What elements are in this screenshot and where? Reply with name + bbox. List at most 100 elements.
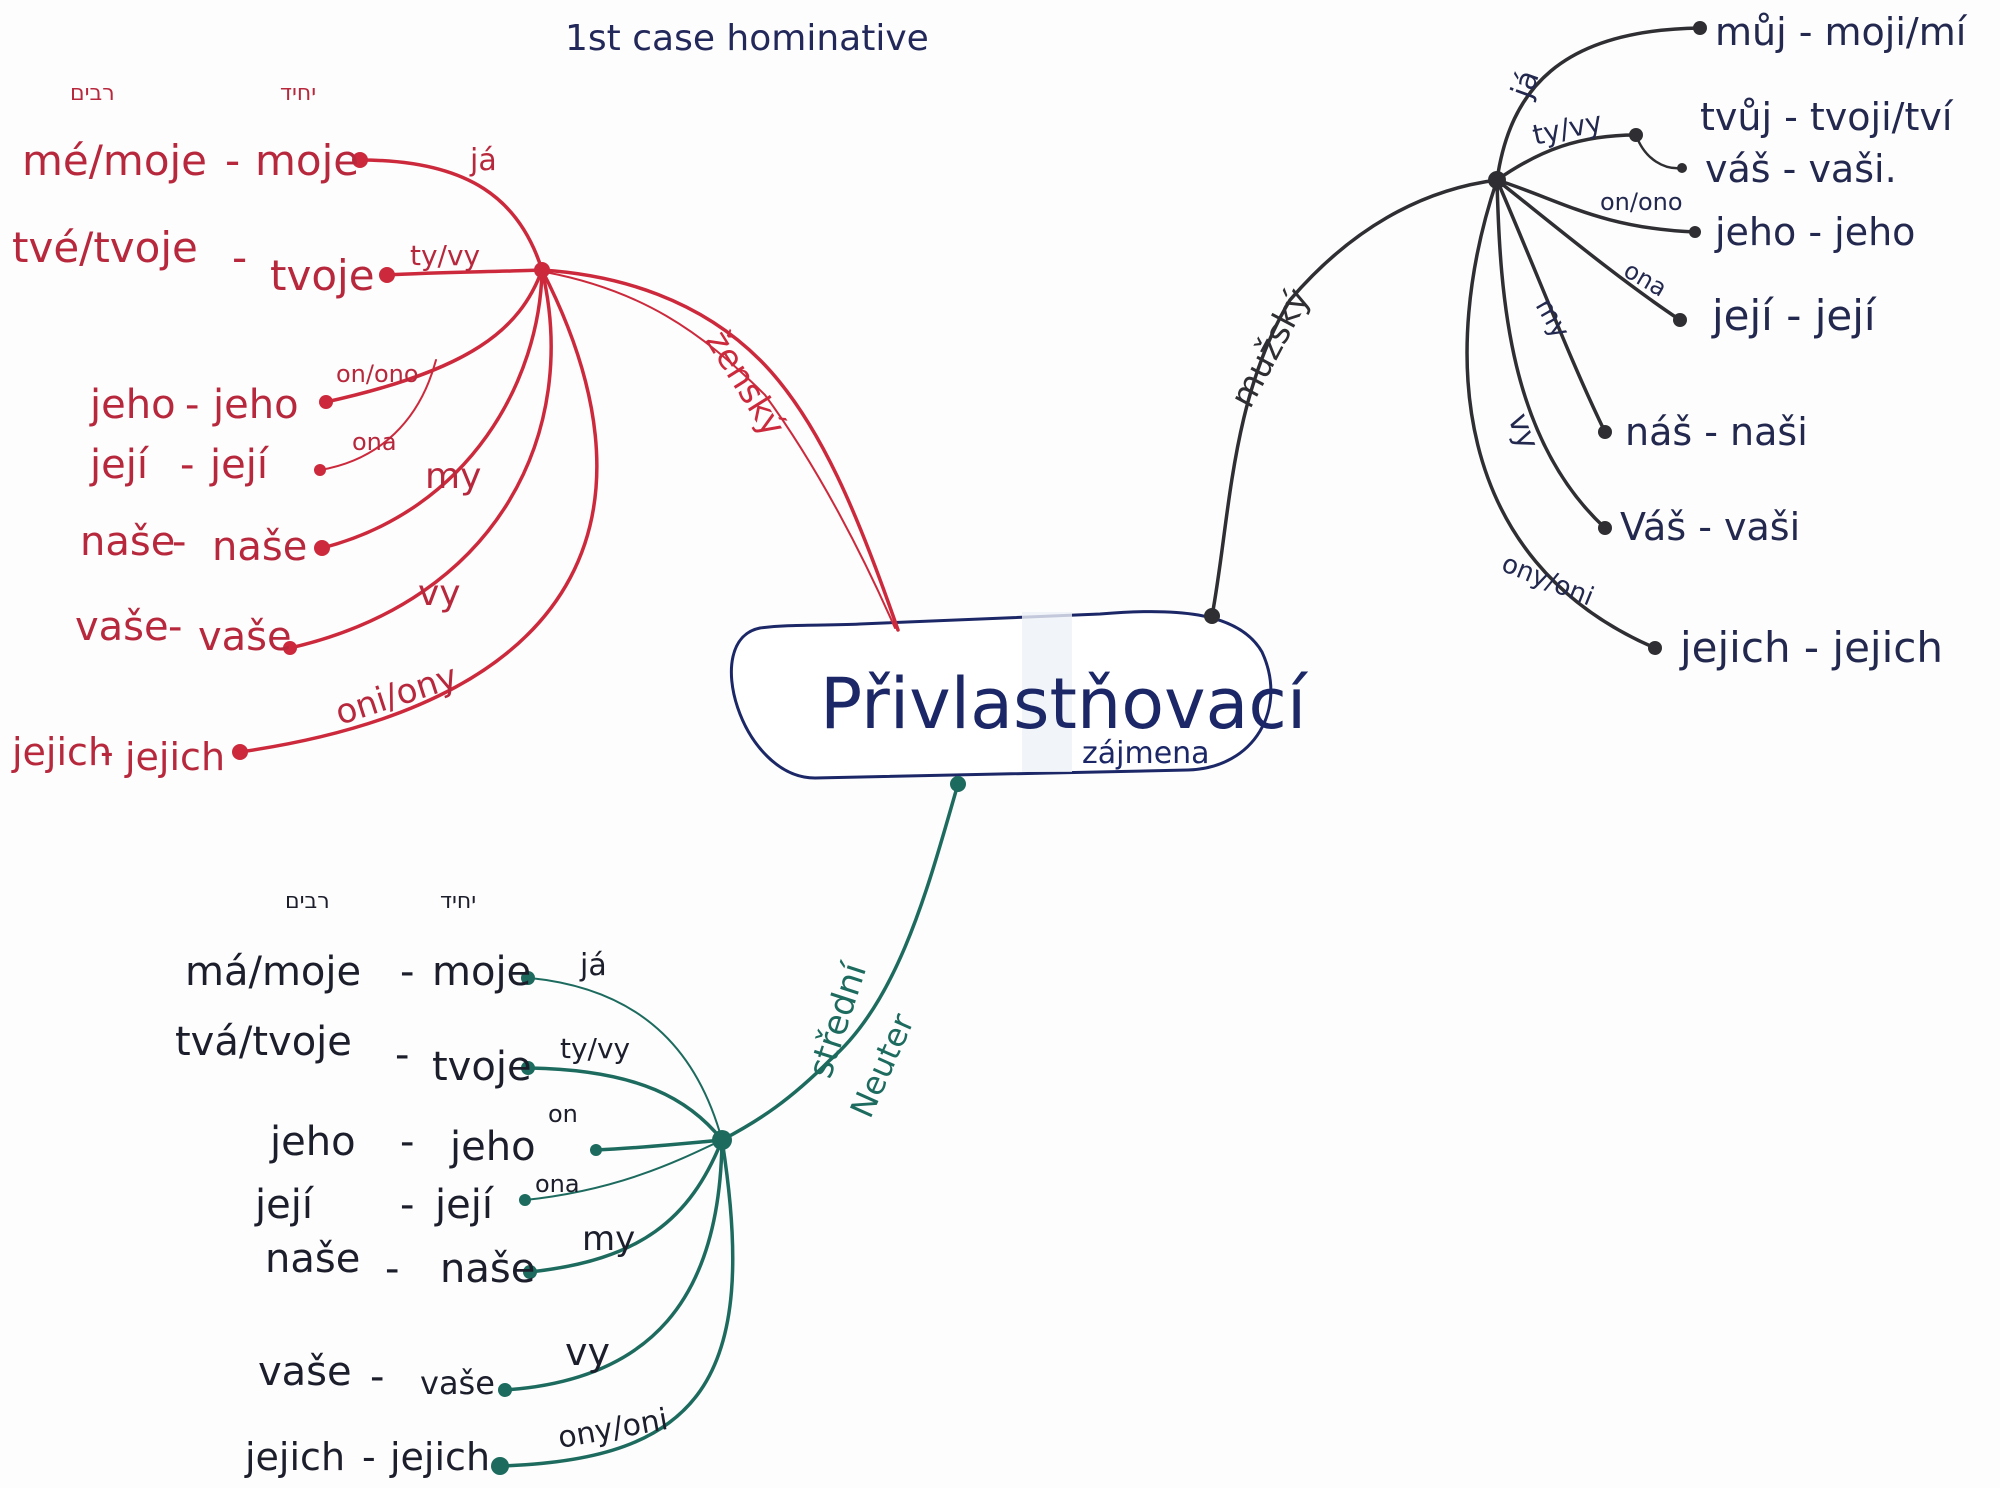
masculine-main-connector: [1210, 178, 1499, 618]
feminine-pronoun-2: ty/vy: [410, 239, 480, 272]
feminine-dot-3: [319, 395, 333, 409]
masculine-spoke-onyoni: [1465, 178, 1657, 650]
feminine-pronoun-5: my: [425, 456, 481, 497]
feminine-forms-7: jejich: [11, 730, 112, 774]
feminine-sep-3: -: [185, 382, 199, 428]
neuter-pronoun-2: ty/vy: [560, 1032, 630, 1065]
masculine-spoke-onono: [1495, 178, 1697, 234]
masculine-text-7: Váš - vaši: [1620, 505, 1800, 549]
masculine-dots: [1204, 21, 1707, 655]
neuter-root: [950, 776, 966, 792]
feminine-forms-3: jeho: [89, 382, 176, 428]
feminine-spoke-ja: [358, 158, 544, 272]
masculine-dot-5: [1673, 313, 1687, 327]
masculine-branch-label: mužský: [1223, 282, 1319, 415]
masculine-text-4: jeho - jeho: [1714, 210, 1915, 254]
masculine-pronoun-6: my: [1529, 294, 1575, 344]
neuter-spoke-onyoni: [498, 1138, 735, 1468]
feminine-pronoun-7: oni/ony: [330, 657, 462, 734]
neuter-sep-3: -: [400, 1119, 414, 1165]
neuter-pronoun-3: on: [548, 1100, 578, 1128]
neuter-hub: [712, 1130, 732, 1150]
neuter-col-plural: רבים: [285, 889, 330, 914]
masculine-spoke-vas: [1634, 133, 1684, 170]
center-title: Přivlastňovací: [820, 663, 1309, 745]
masculine-pronoun-8: ony/oni: [1497, 549, 1597, 613]
neuter-sep-7: -: [362, 1435, 376, 1479]
feminine-spoke-tyvy: [385, 268, 544, 277]
neuter-sep-5: -: [385, 1246, 399, 1292]
masculine-spoke-ona: [1495, 178, 1682, 322]
feminine-forms-6: vaše: [75, 604, 169, 650]
neuter-forms-4: její: [254, 1182, 315, 1228]
masculine-text-3: váš - vaši.: [1705, 147, 1897, 191]
neuter-singular-3: jeho: [449, 1124, 536, 1170]
masculine-hub: [1488, 171, 1506, 189]
neuter-forms-2: tvá/tvoje: [175, 1019, 352, 1065]
feminine-forms-4: její: [89, 442, 150, 488]
neuter-pronoun-7: ony/oni: [555, 1402, 670, 1456]
neuter-dot-5: [523, 1265, 537, 1279]
neuter-spoke-on: [594, 1138, 724, 1152]
feminine-singular-7: jejich: [124, 735, 225, 779]
neuter-main-connector: [720, 782, 960, 1142]
masculine-pronoun-7: vy: [1500, 409, 1545, 454]
feminine-singular-2: tvoje: [270, 251, 375, 300]
neuter-pronoun-4: ona: [535, 1170, 580, 1198]
feminine-singular-5: naše: [212, 524, 307, 570]
feminine-spoke-my: [320, 268, 544, 550]
feminine-forms-5: naše: [80, 519, 175, 565]
neuter-pronoun-5: my: [582, 1219, 635, 1259]
masculine-pronoun-4: on/ono: [1600, 188, 1683, 216]
feminine-hub: [534, 262, 550, 278]
neuter-sep-1: -: [400, 949, 414, 995]
masculine-pronoun-1: já: [1504, 66, 1546, 104]
neuter-forms-7: jejich: [244, 1435, 345, 1479]
masculine-spoke-tyvy: [1495, 133, 1638, 182]
masculine-text-1: můj - moji/mí: [1715, 10, 1968, 54]
masculine-dot-4: [1689, 226, 1701, 238]
feminine-sep-1: -: [225, 136, 240, 185]
neuter-forms-1: má/moje: [185, 949, 361, 995]
feminine-forms-1: mé/moje: [22, 136, 207, 185]
center-node-outline: [729, 610, 1273, 780]
feminine-dot-5: [314, 540, 330, 556]
neuter-sep-2: -: [395, 1032, 409, 1078]
feminine-singular-1: moje: [255, 136, 359, 185]
neuter-dot-6: [498, 1383, 512, 1397]
feminine-spoke-ona: [319, 359, 437, 471]
feminine-main-connector-2: [544, 271, 896, 629]
masculine-spoke-my: [1495, 178, 1607, 434]
neuter-branch: [498, 782, 960, 1468]
feminine-singular-4: její: [209, 442, 270, 488]
case-note: 1st case hominative: [565, 18, 929, 59]
center-node: Přivlastňovací zájmena: [729, 610, 1309, 780]
neuter-dot-2: [521, 1061, 535, 1075]
masculine-dot-7: [1598, 521, 1612, 535]
feminine-col-singular: יחיד: [280, 81, 316, 106]
neuter-singular-6: vaše: [420, 1364, 495, 1402]
masculine-pronoun-2: ty/vy: [1530, 105, 1605, 152]
neuter-forms-5: naše: [265, 1236, 360, 1282]
feminine-main-connector: [540, 268, 900, 632]
feminine-dot-6: [283, 641, 297, 655]
neuter-spoke-ja: [529, 977, 723, 1141]
feminine-col-plural: רבים: [70, 81, 115, 106]
neuter-singular-4: její: [434, 1182, 495, 1228]
neuter-pronoun-6: vy: [565, 1330, 610, 1374]
neuter-sep-6: -: [370, 1354, 384, 1400]
feminine-dot-7: [232, 744, 248, 760]
feminine-spoke-vy: [288, 268, 553, 650]
masculine-dot-8: [1648, 641, 1662, 655]
neuter-singular-5: naše: [440, 1246, 535, 1292]
center-node-tape: [1022, 612, 1072, 772]
neuter-labels: רבים יחיד má/moje - moje já tvá/tvoje - …: [175, 889, 671, 1479]
masculine-spoke-ja: [1495, 26, 1702, 182]
feminine-spoke-onono: [324, 268, 544, 404]
neuter-singular-7: jejich: [389, 1435, 490, 1479]
feminine-pronoun-1: já: [469, 143, 497, 178]
masculine-dot-6: [1598, 425, 1612, 439]
neuter-col-singular: יחיד: [440, 889, 476, 914]
